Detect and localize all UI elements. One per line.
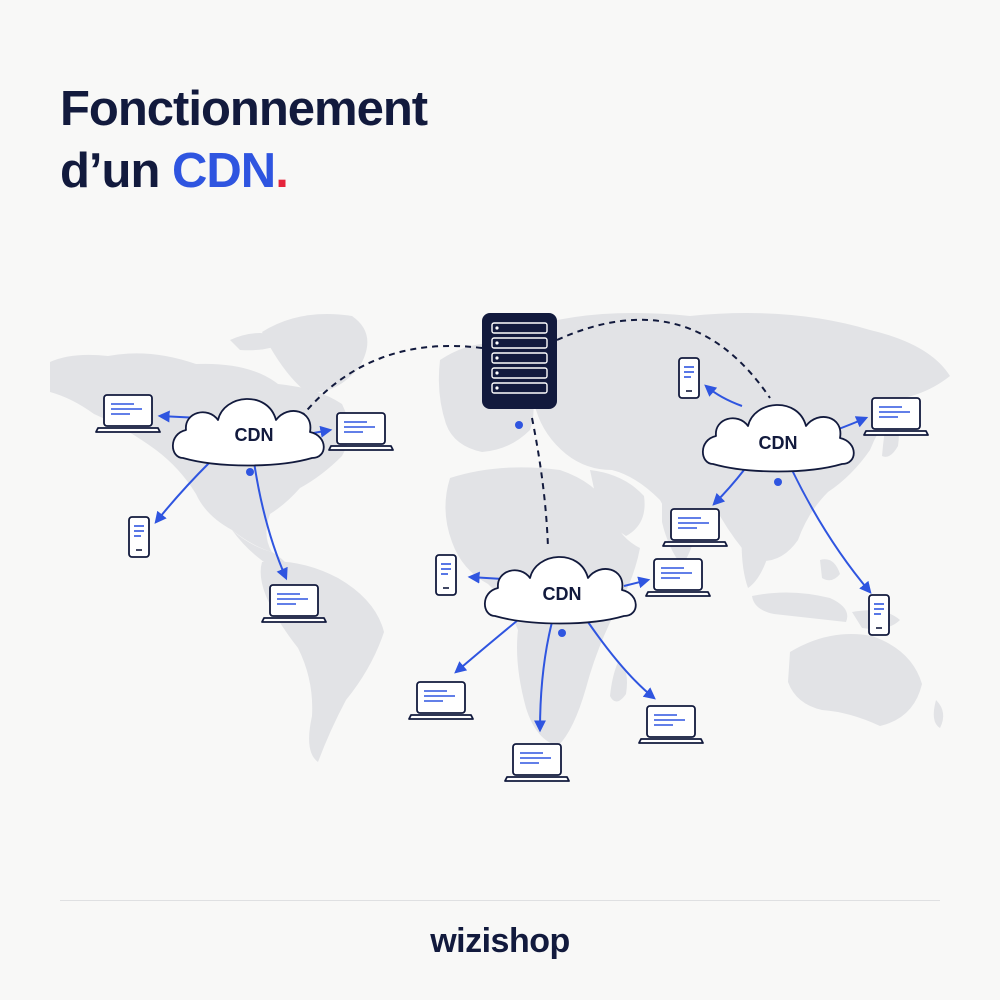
title-line1: Fonctionnement: [60, 82, 428, 136]
origin-links: [301, 318, 771, 549]
phone-icon: [128, 516, 150, 558]
laptop-icon: [662, 508, 728, 547]
title-dot: .: [275, 144, 289, 198]
cdn-label: CDN: [235, 425, 274, 445]
origin-server-icon: [482, 313, 557, 429]
phone-icon: [868, 594, 890, 636]
footer-divider: [60, 900, 940, 901]
laptop-icon: [645, 558, 711, 597]
page-title: Fonctionnement d’un CDN.: [60, 78, 428, 202]
laptop-icon: [261, 584, 327, 623]
title-accent: CDN: [172, 144, 276, 198]
cdn-label: CDN: [543, 584, 582, 604]
title-line2-prefix: d’un: [60, 144, 173, 198]
cdn-label: CDN: [759, 433, 798, 453]
cdn-cloud-asia: CDN: [701, 404, 855, 486]
delivery-arrows: [154, 384, 872, 733]
cdn-cloud-americas: CDN: [171, 398, 325, 476]
phone-icon: [678, 357, 700, 399]
phone-icon: [435, 554, 457, 596]
laptop-icon: [863, 397, 929, 436]
laptop-icon: [408, 681, 474, 720]
laptop-icon: [504, 743, 570, 782]
laptop-icon: [638, 705, 704, 744]
brand-logo: wizishop: [430, 922, 570, 960]
cdn-cloud-africa: CDN: [483, 556, 637, 637]
laptop-icon: [95, 394, 161, 433]
laptop-icon: [328, 412, 394, 451]
